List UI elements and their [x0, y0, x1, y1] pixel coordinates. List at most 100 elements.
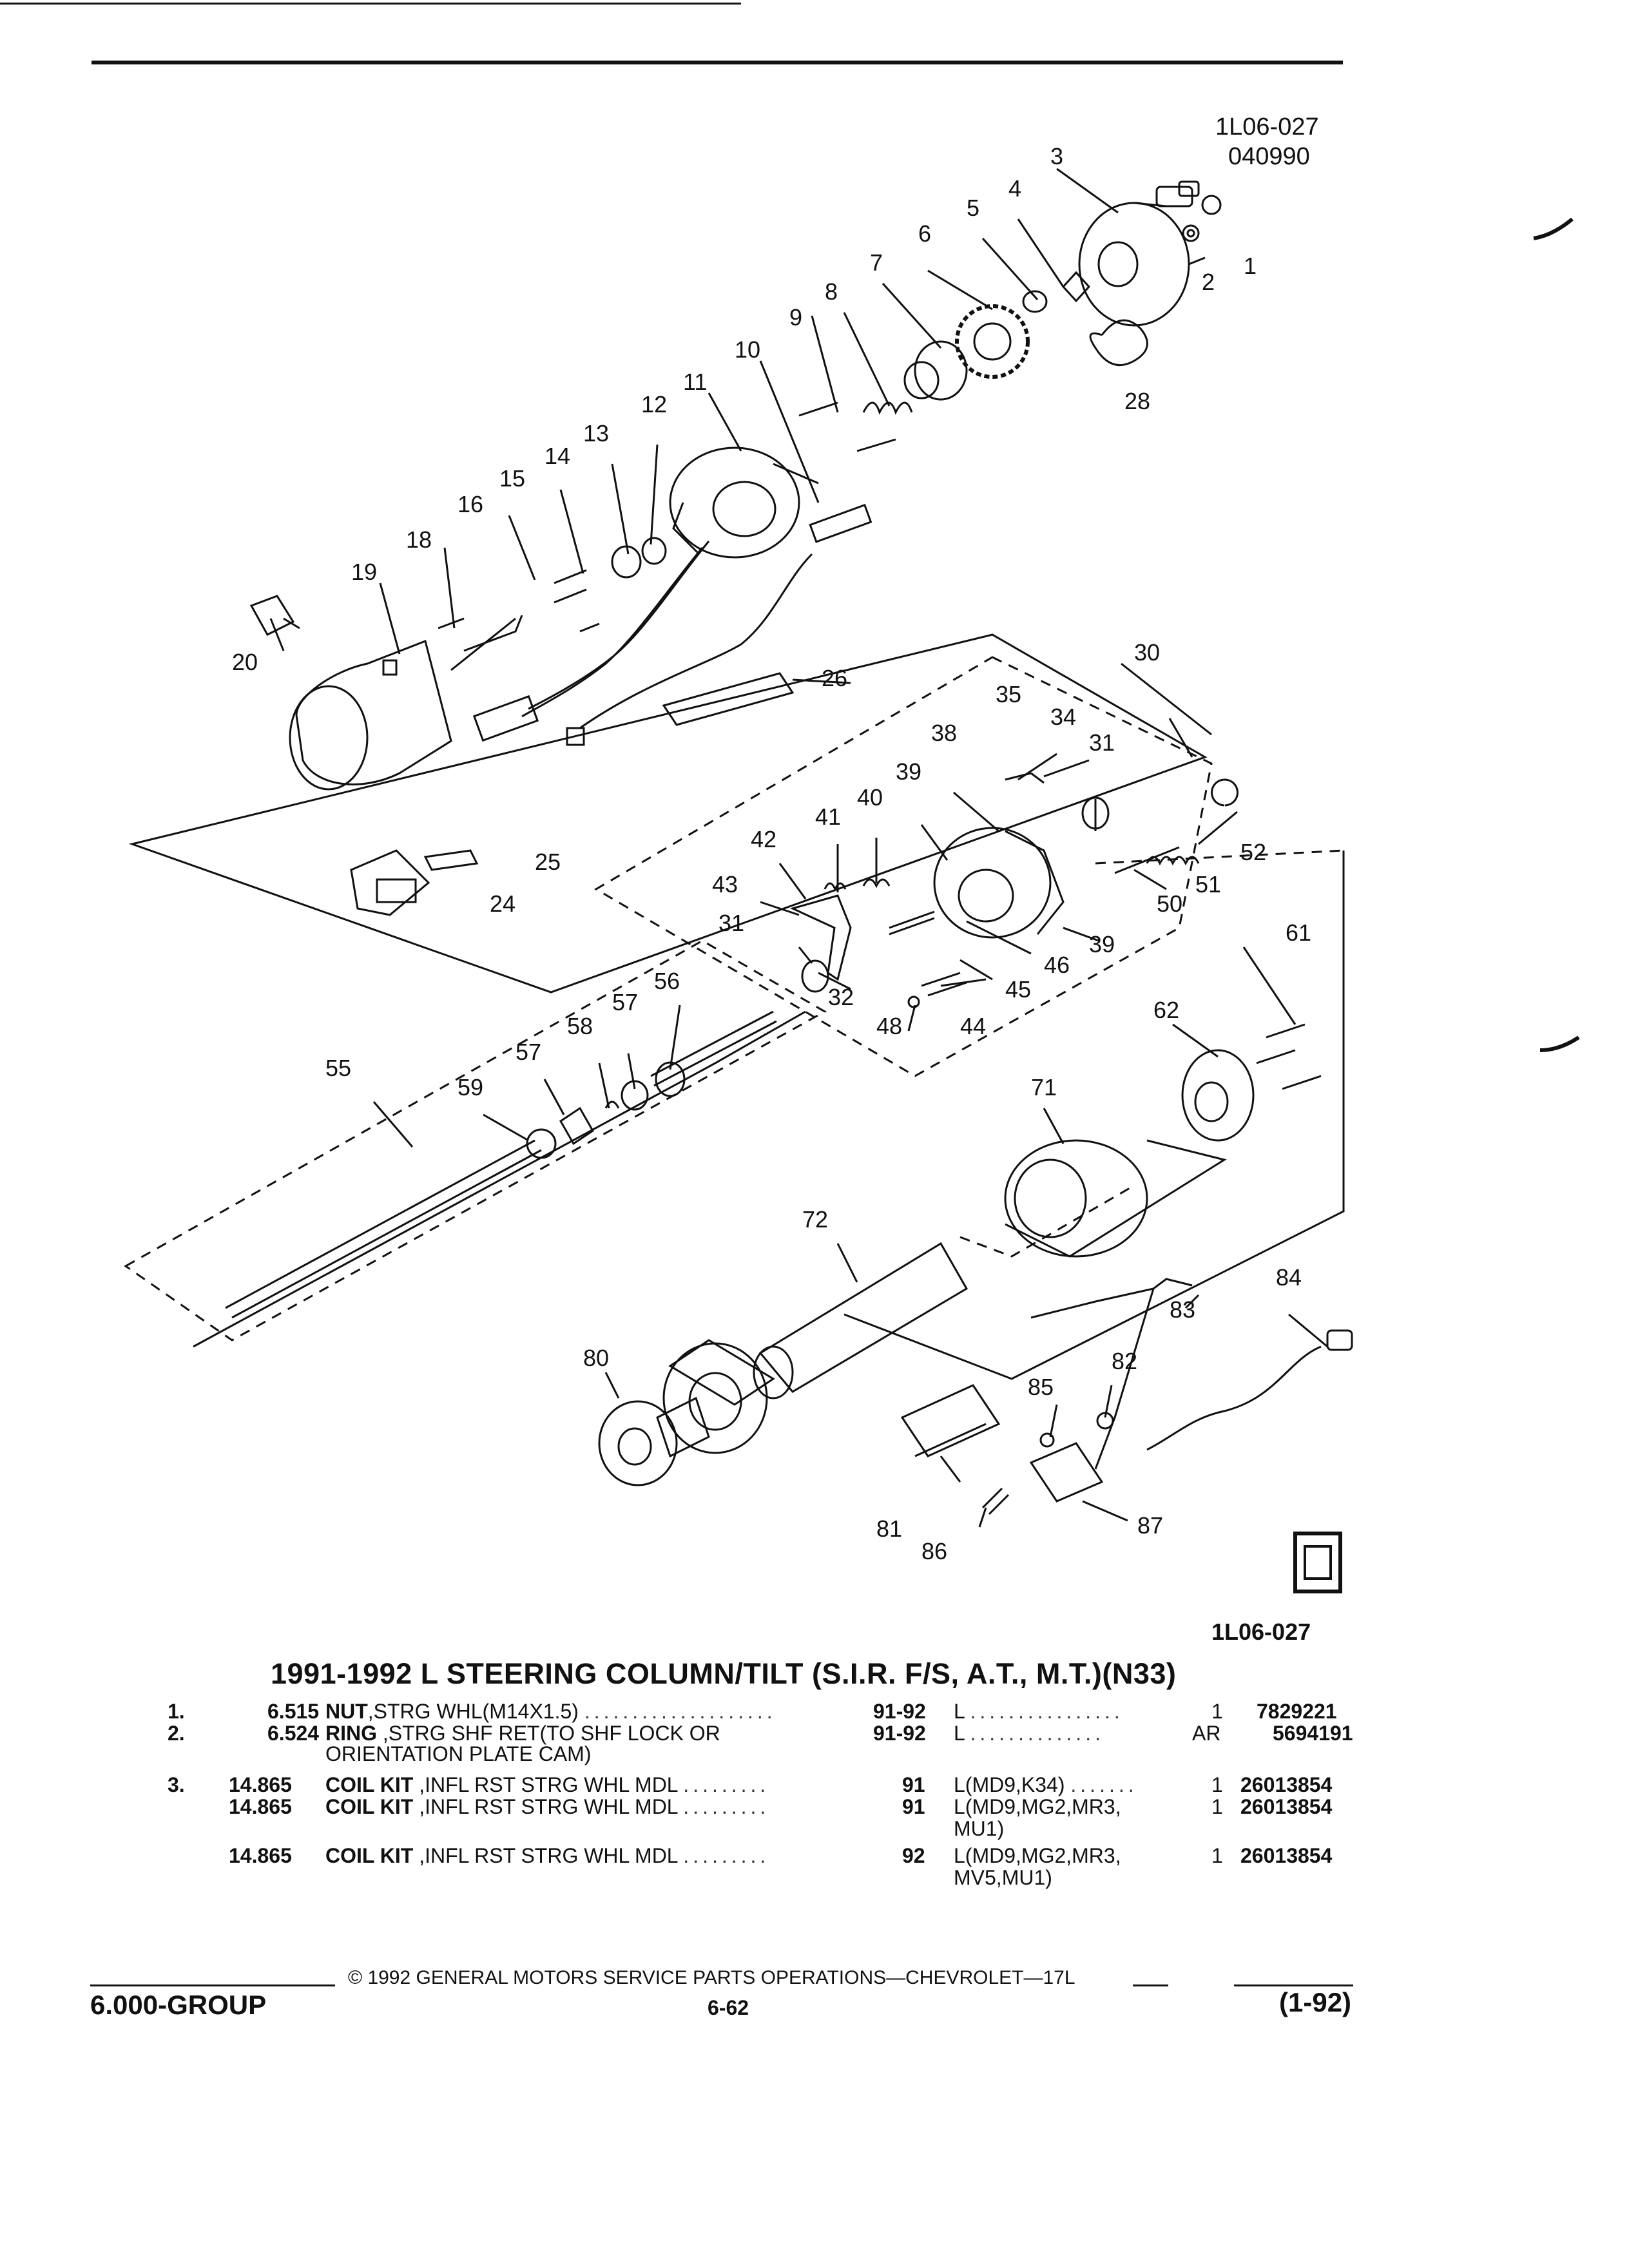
callout-44: 44	[960, 1013, 986, 1039]
callout-48: 48	[876, 1013, 902, 1039]
exploded-diagram: 3 1 2 4 5 6 7 8 9 10 11 12 13 14 15 16 1…	[124, 143, 1580, 1645]
gm-spo-logo	[1293, 1532, 1342, 1593]
callout-34: 34	[1050, 704, 1076, 730]
callout-85: 85	[1028, 1374, 1054, 1400]
callout-32: 32	[828, 984, 854, 1010]
row-index: 1.	[168, 1700, 185, 1723]
table-row: 2.	[168, 1722, 185, 1745]
callout-12: 12	[641, 391, 667, 418]
callout-10: 10	[735, 336, 760, 363]
callout-31b: 31	[718, 910, 744, 936]
row-year: 91	[902, 1795, 925, 1818]
callout-51: 51	[1195, 871, 1221, 898]
callout-50: 50	[1157, 890, 1182, 917]
model-code: L	[954, 1722, 965, 1745]
part-desc: ,INFL RST STRG WHL MDL	[419, 1773, 678, 1796]
callout-6: 6	[918, 220, 931, 247]
drawing-date: 040990	[1228, 143, 1310, 170]
row-model: L ..............	[954, 1722, 1104, 1745]
callout-25: 25	[535, 849, 561, 875]
row-part-number: 5694191	[1273, 1722, 1353, 1745]
row-description: COIL KIT ,INFL RST STRG WHL MDL ........…	[325, 1844, 770, 1867]
part-name: COIL KIT	[325, 1773, 414, 1796]
callout-7: 7	[870, 249, 883, 276]
footer-date: (1-92)	[1279, 1987, 1352, 2017]
row-group: 6.515	[267, 1700, 320, 1723]
callout-58: 58	[567, 1013, 593, 1039]
row-qty: 1	[1211, 1773, 1223, 1796]
callout-13: 13	[583, 420, 609, 447]
row-part-number: 7829221	[1257, 1700, 1337, 1723]
callout-71: 71	[1031, 1074, 1057, 1100]
row-group: 14.865	[229, 1795, 292, 1818]
callout-57b: 57	[516, 1039, 541, 1065]
row-description: NUT,STRG WHL(M14X1.5) ..................…	[325, 1700, 776, 1723]
callout-11: 11	[683, 369, 707, 395]
part-desc: ,INFL RST STRG WHL MDL	[419, 1795, 678, 1818]
callout-41: 41	[815, 803, 841, 830]
callout-84: 84	[1276, 1264, 1302, 1291]
row-year: 91-92	[873, 1722, 926, 1745]
row-part-number: 26013854	[1240, 1795, 1333, 1818]
table-row: 1.	[168, 1700, 185, 1724]
row-qty: 1	[1211, 1795, 1223, 1818]
footer-copyright: © 1992 GENERAL MOTORS SERVICE PARTS OPER…	[348, 1967, 1075, 1988]
row-qty: 1	[1211, 1700, 1223, 1723]
callout-62: 62	[1153, 997, 1179, 1023]
row-description: COIL KIT ,INFL RST STRG WHL MDL ........…	[325, 1795, 770, 1818]
callout-18: 18	[406, 526, 432, 553]
model-code: L	[954, 1700, 965, 1723]
footer-group: 6.000-GROUP	[90, 1990, 267, 2020]
row-group: 14.865	[229, 1844, 292, 1867]
row-model: L ................	[954, 1700, 1124, 1723]
row-qty: 1	[1211, 1844, 1223, 1867]
row-description: RING ,STRG SHF RET(TO SHF LOCK OR	[325, 1722, 720, 1745]
callout-9: 9	[789, 304, 802, 331]
row-description-cont: ORIENTATION PLATE CAM)	[325, 1742, 592, 1765]
callout-42: 42	[751, 826, 776, 852]
callout-61: 61	[1286, 919, 1311, 946]
footer-rule-right	[1234, 1984, 1353, 1986]
callout-3: 3	[1050, 143, 1063, 169]
callout-39a: 39	[896, 758, 921, 785]
callout-55: 55	[325, 1055, 351, 1081]
row-year: 91-92	[873, 1700, 926, 1723]
part-desc: ,INFL RST STRG WHL MDL	[419, 1844, 678, 1867]
row-part-number: 26013854	[1240, 1844, 1333, 1867]
row-model: L(MD9,MG2,MR3,	[954, 1844, 1121, 1867]
callout-46: 46	[1044, 952, 1070, 978]
row-year: 92	[902, 1844, 925, 1867]
callout-82: 82	[1112, 1348, 1137, 1374]
part-name: NUT	[325, 1700, 368, 1723]
callout-87: 87	[1137, 1512, 1163, 1539]
callout-59: 59	[458, 1074, 483, 1100]
callout-57a: 57	[612, 989, 638, 1015]
row-qty: AR	[1192, 1722, 1221, 1745]
part-desc: ,STRG SHF RET(TO SHF LOCK OR	[382, 1722, 720, 1745]
row-part-number: 26013854	[1240, 1773, 1333, 1796]
callout-39b: 39	[1089, 931, 1115, 957]
footer-rule-left	[90, 1984, 335, 1986]
header-rule	[92, 61, 1343, 64]
part-name: RING	[325, 1722, 377, 1745]
callout-5: 5	[967, 195, 979, 221]
diagram-footer-id: 1L06-027	[1211, 1619, 1311, 1645]
model-code: L(MD9,K34)	[954, 1773, 1065, 1796]
callout-24: 24	[490, 890, 516, 917]
callout-1: 1	[1244, 253, 1257, 279]
row-group: 6.524	[267, 1722, 320, 1745]
row-model: L(MD9,MG2,MR3,	[954, 1795, 1121, 1818]
callout-43: 43	[712, 871, 738, 898]
callout-19: 19	[351, 559, 377, 585]
callout-31a: 31	[1089, 729, 1115, 756]
callout-16: 16	[458, 491, 483, 517]
callout-83: 83	[1170, 1296, 1195, 1323]
callout-20: 20	[232, 649, 258, 675]
table-row: 3.	[168, 1773, 185, 1797]
row-index: 3.	[168, 1773, 185, 1796]
callout-40: 40	[857, 784, 883, 811]
callout-14: 14	[545, 443, 570, 469]
part-name: COIL KIT	[325, 1844, 414, 1867]
callout-52: 52	[1240, 839, 1266, 865]
callout-86: 86	[921, 1538, 947, 1564]
